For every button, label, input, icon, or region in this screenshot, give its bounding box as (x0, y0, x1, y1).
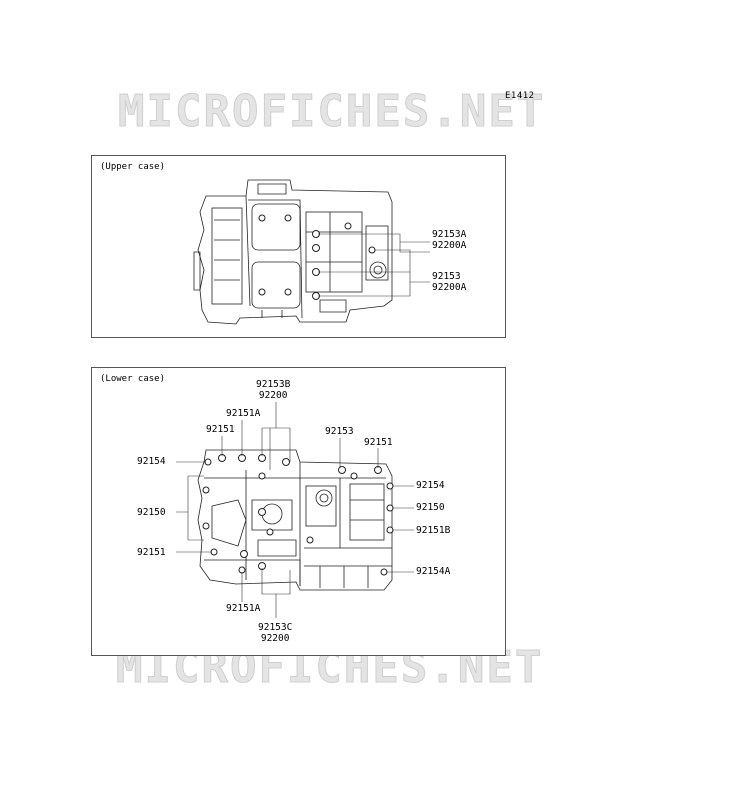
callout-line: 92200 (260, 633, 290, 644)
lower-callout-92154-left: 92154 (137, 456, 166, 467)
callout-line: 92151A (226, 408, 261, 419)
lower-bolt-holes (202, 454, 394, 576)
callout-line: 92154A (416, 566, 451, 577)
callout-line: 92154 (137, 456, 166, 467)
lower-callout-92151-left: 92151 (137, 547, 166, 558)
upper-case-panel: (Upper case) (91, 155, 506, 338)
lower-callout-92151a-top: 92151A (226, 408, 260, 419)
callout-line: 92154 (416, 480, 445, 491)
lower-callout-92154a-right: 92154A (416, 566, 450, 577)
lower-callout-92151-top: 92151 (206, 424, 235, 435)
callout-line: 92150 (416, 502, 445, 513)
callout-line: 92200 (258, 390, 288, 401)
callout-line: 92153A (432, 229, 467, 240)
upper-crankcase-drawing (193, 179, 393, 325)
callout-line: 92151B (416, 525, 451, 536)
lower-callout-92150-left: 92150 (137, 507, 166, 518)
callout-line: 92153B (256, 379, 291, 390)
lower-leader-lines (176, 402, 414, 618)
callout-line: 92200A (432, 282, 467, 293)
upper-bolt-holes (258, 214, 376, 300)
lower-callout-92153b: 92153B 92200 (256, 379, 290, 401)
callout-line: 92150 (137, 507, 166, 518)
lower-case-panel: (Lower case) (91, 367, 506, 656)
callout-line: 92151 (206, 424, 235, 435)
callout-line: 92151 (364, 437, 393, 448)
lower-callout-92151-right-top: 92151 (364, 437, 393, 448)
upper-callout-92153: 92153 92200A (432, 271, 466, 293)
callout-line: 92151 (137, 547, 166, 558)
lower-case-title: (Lower case) (100, 374, 166, 384)
diagram-code: E1412 (505, 91, 535, 101)
lower-callout-92151a-bottom: 92151A (226, 603, 260, 614)
lower-callout-92150-right: 92150 (416, 502, 445, 513)
upper-callout-92153a: 92153A 92200A (432, 229, 466, 251)
callout-line: 92153 (432, 271, 461, 282)
callout-line: 92200A (432, 240, 467, 251)
lower-crankcase-drawing (197, 449, 393, 591)
callout-line: 92151A (226, 603, 261, 614)
callout-line: 92153 (325, 426, 354, 437)
watermark-top: MICROFICHES.NET (117, 86, 546, 138)
lower-callout-92153-top: 92153 (325, 426, 354, 437)
lower-callout-92153c: 92153C 92200 (258, 622, 292, 644)
lower-callout-92154-right: 92154 (416, 480, 445, 491)
lower-callout-92151b-right: 92151B (416, 525, 450, 536)
upper-leader-lines (318, 233, 430, 297)
upper-case-title: (Upper case) (100, 162, 166, 172)
callout-line: 92153C (258, 622, 293, 633)
